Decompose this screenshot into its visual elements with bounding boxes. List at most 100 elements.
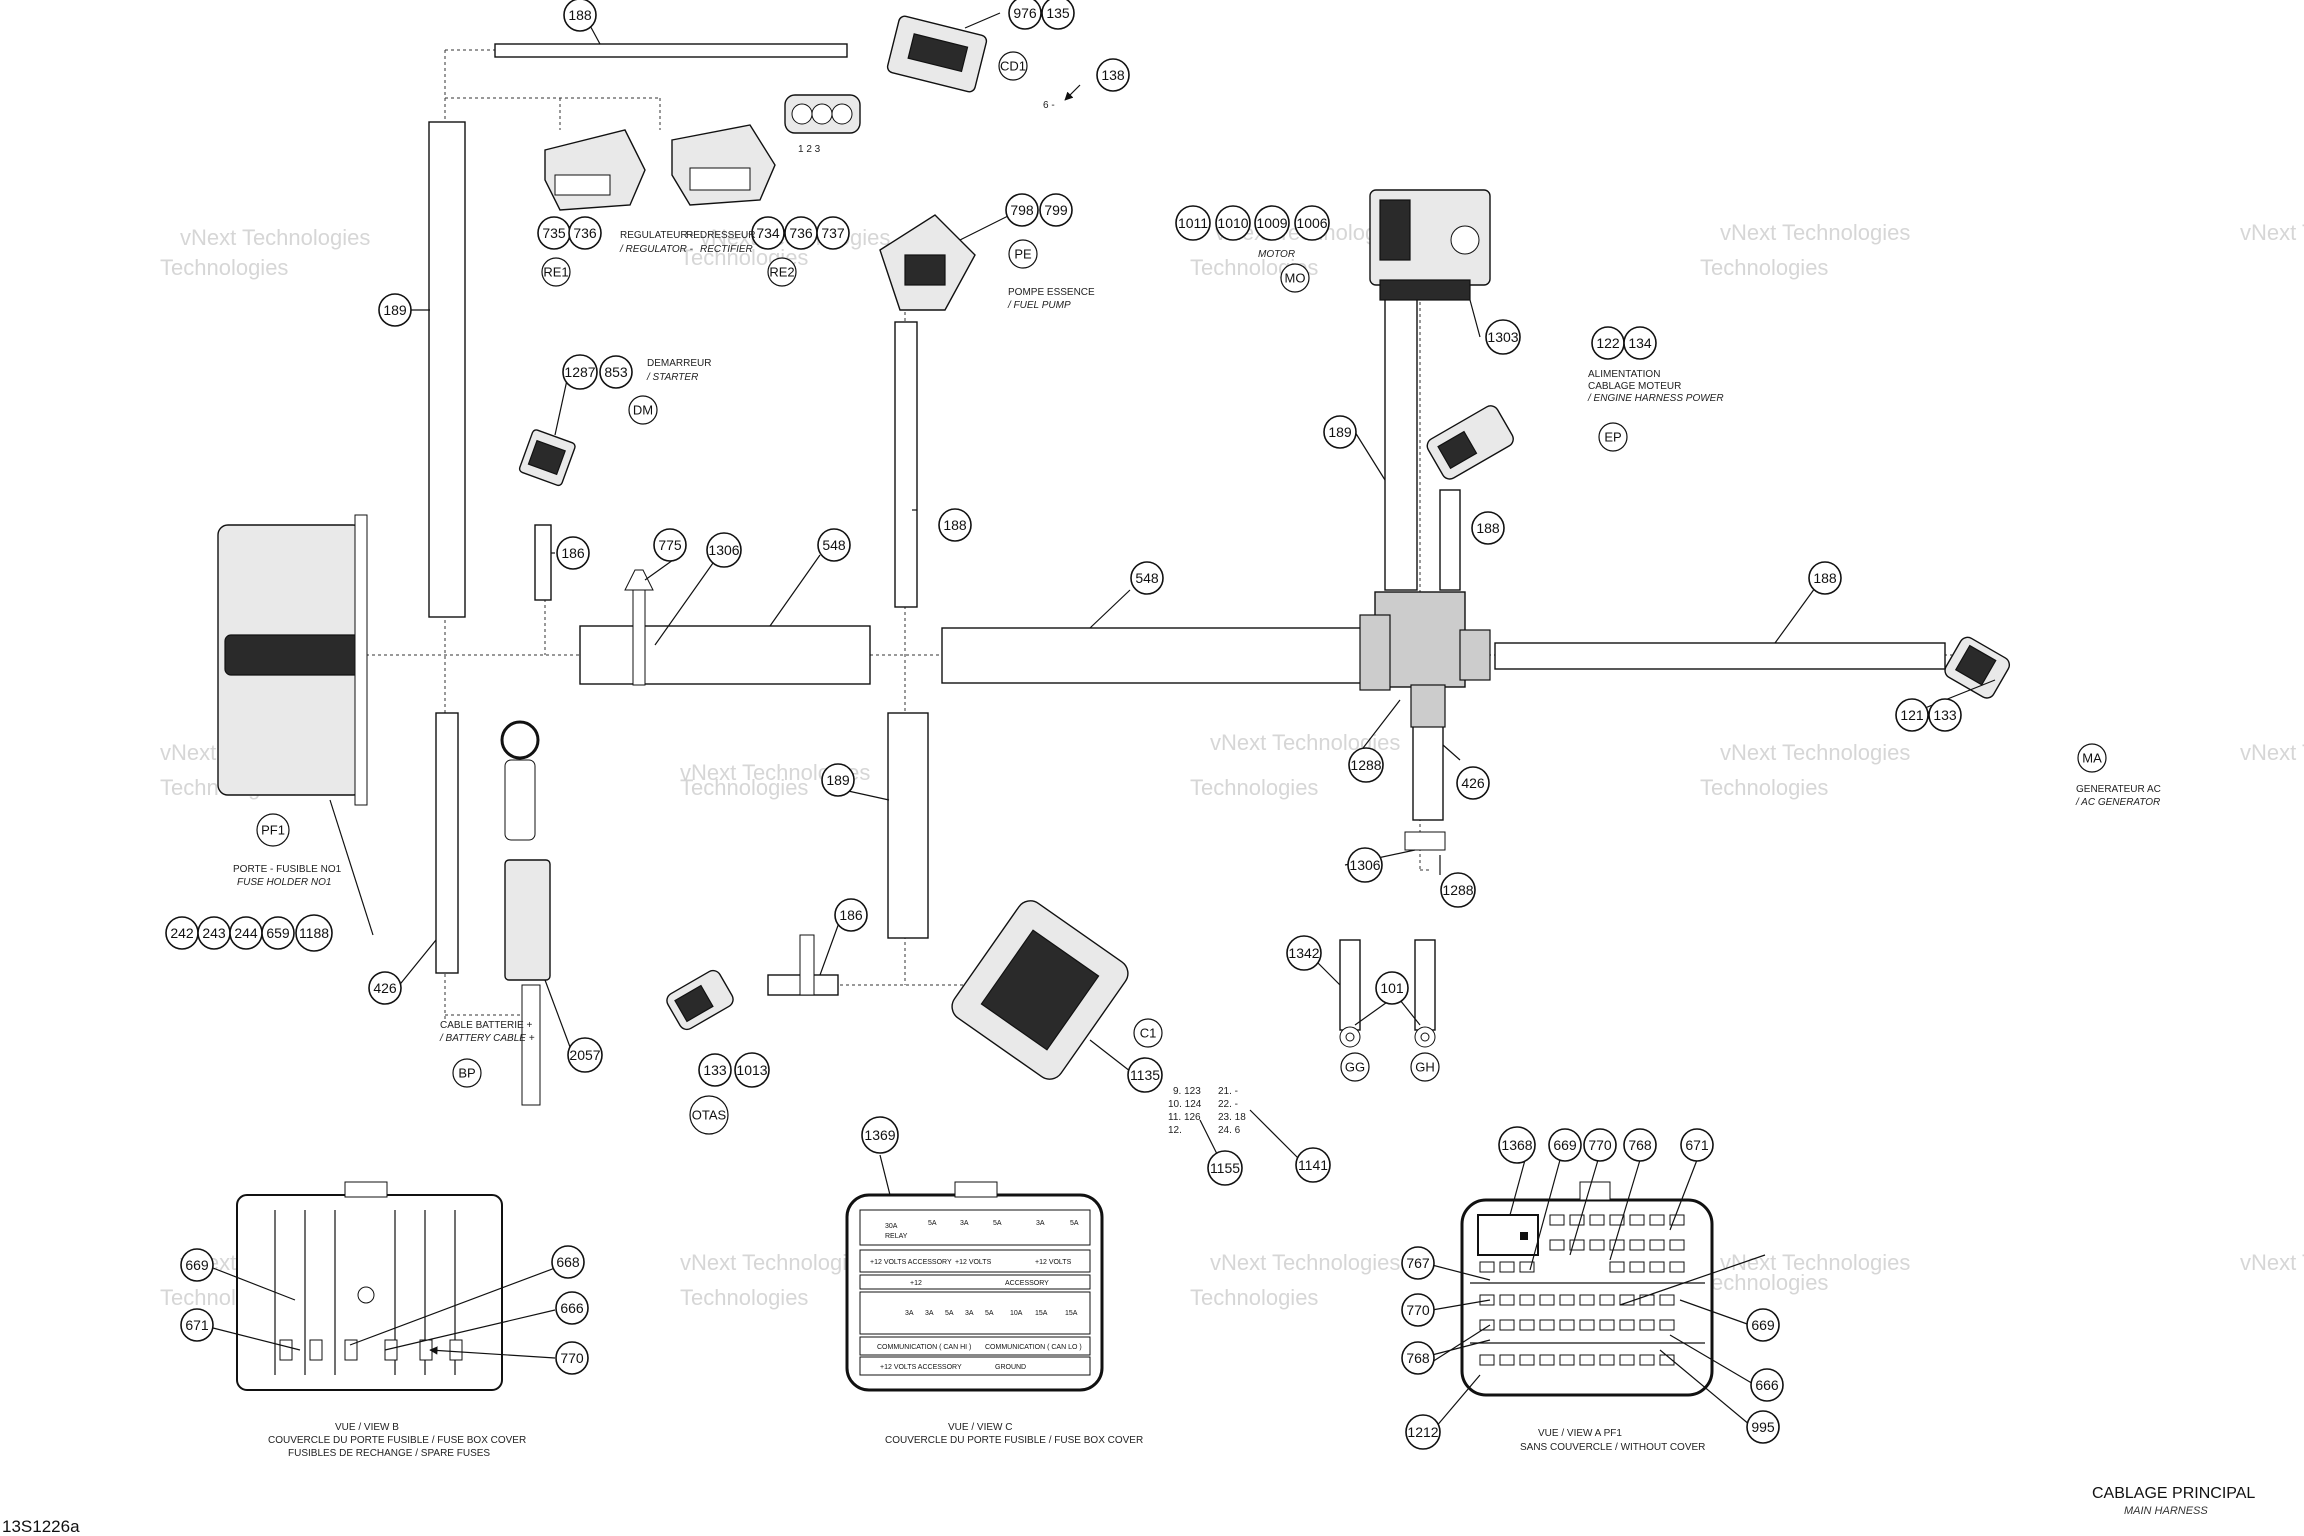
svg-text:+12 VOLTS: +12 VOLTS [1035,1259,1072,1266]
code-mo: MO [1280,263,1310,293]
svg-text:189: 189 [826,772,850,788]
svg-text:1287: 1287 [564,364,595,380]
code-pf1: PF1 [256,813,290,847]
callout-1006: 1006 [1294,205,1330,241]
callout-735: 735 [537,216,571,250]
callout-770-b: 770 [1401,1293,1435,1327]
callout-995: 995 [1746,1410,1780,1444]
svg-text:1006: 1006 [1296,215,1327,231]
svg-text:VUE / VIEW A PF1: VUE / VIEW A PF1 [1538,1428,1622,1439]
callout-669-b: 669 [1746,1308,1780,1342]
svg-text:PF1: PF1 [261,823,285,838]
callout-186-b: 186 [834,898,868,932]
svg-text:770: 770 [1588,1137,1612,1153]
svg-text:23. 18: 23. 18 [1218,1112,1246,1123]
callout-426-b: 426 [368,971,402,1005]
svg-text:3A: 3A [1036,1220,1045,1227]
svg-text:21. -: 21. - [1218,1086,1238,1097]
svg-text:768: 768 [1628,1137,1652,1153]
code-ma: MA [2077,743,2107,773]
svg-text:CABLAGE MOTEUR: CABLAGE MOTEUR [1588,381,1681,392]
svg-text:POMPE ESSENCE: POMPE ESSENCE [1008,287,1095,298]
battery-cable-bp [500,720,551,1106]
svg-text:vNext Technologies: vNext Technologies [1720,1250,1910,1275]
svg-text:1188: 1188 [299,925,329,941]
svg-text:767: 767 [1406,1255,1430,1271]
svg-text:1135: 1135 [1130,1067,1160,1083]
svg-text:853: 853 [604,364,628,380]
svg-text:vNext Technologies: vNext Technologies [1720,220,1910,245]
svg-text:DEMARREUR: DEMARREUR [647,358,711,369]
svg-text:1009: 1009 [1256,215,1287,231]
callout-669-c: 669 [180,1248,214,1282]
code-re2: RE2 [767,257,797,287]
svg-text:1368: 1368 [1501,1137,1532,1153]
title-block: CABLAGE PRINCIPAL MAIN HARNESS 13S1226a [2,1485,2255,1536]
svg-text:CD1: CD1 [1000,59,1026,74]
connector-pe [879,214,976,311]
svg-text:vNext Technologies: vNext Technologies [2240,740,2304,765]
callout-1009: 1009 [1254,205,1290,241]
svg-text:5A: 5A [928,1220,937,1227]
svg-text:734: 734 [756,225,780,241]
svg-text:VUE / VIEW B: VUE / VIEW B [335,1422,399,1433]
svg-text:C1: C1 [1140,1026,1157,1041]
svg-text:121: 121 [1900,707,1924,723]
callout-1212: 1212 [1405,1414,1441,1450]
svg-text:Technologies: Technologies [680,775,808,800]
svg-text:RE1: RE1 [543,265,568,280]
callout-976: 976 [1008,0,1042,30]
svg-text:1288: 1288 [1350,757,1381,773]
svg-text:5A: 5A [1070,1220,1079,1227]
svg-text:PE: PE [1014,247,1032,262]
svg-text:3A: 3A [965,1310,974,1317]
callout-2057: 2057 [567,1037,603,1073]
drawing-reference: 13S1226a [2,1517,80,1536]
svg-text:770: 770 [560,1350,584,1366]
svg-text:669: 669 [1751,1317,1775,1333]
svg-text:Technologies: Technologies [1700,775,1828,800]
svg-text:COMMUNICATION ( CAN LO ): COMMUNICATION ( CAN LO ) [985,1344,1082,1351]
svg-text:189: 189 [383,302,407,318]
svg-text:COUVERCLE DU PORTE FUSIBLE / F: COUVERCLE DU PORTE FUSIBLE / FUSE BOX CO… [885,1435,1143,1446]
tap-775 [624,569,654,686]
svg-text:vNext Technologies: vNext Technologies [1720,740,1910,765]
callout-1306-b: 1306 [1347,847,1383,883]
svg-text:Technologies: Technologies [1700,255,1828,280]
svg-text:+12 VOLTS ACCESSORY: +12 VOLTS ACCESSORY [880,1364,962,1371]
callout-775: 775 [653,528,687,562]
splice-186 [799,934,815,996]
svg-text:MOTOR: MOTOR [1258,249,1295,260]
callout-133-a: 133 [1928,698,1962,732]
svg-text:15A: 15A [1035,1310,1048,1317]
svg-text:666: 666 [1755,1377,1779,1393]
svg-text:1013: 1013 [736,1062,767,1078]
svg-text:659: 659 [266,925,290,941]
callout-671-a: 671 [1680,1128,1714,1162]
svg-text:775: 775 [658,537,682,553]
svg-text:995: 995 [1751,1419,1775,1435]
svg-text:798: 798 [1010,202,1034,218]
svg-text:22. -: 22. - [1218,1099,1238,1110]
svg-text:1288: 1288 [1442,882,1473,898]
svg-text:1011: 1011 [1178,215,1208,231]
callout-189-b: 189 [1323,415,1357,449]
callout-121: 121 [1895,698,1929,732]
svg-text:770: 770 [1406,1302,1430,1318]
svg-text:669: 669 [185,1257,209,1273]
svg-text:vNext Technologies: vNext Technologies [2240,1250,2304,1275]
svg-text:24. 6: 24. 6 [1218,1125,1241,1136]
svg-text:671: 671 [185,1317,209,1333]
pin-table: 9. 123 10. 124 11. 126 12. 21. - 22. - 2… [1168,1086,1246,1136]
svg-text:669: 669 [1553,1137,1577,1153]
callout-1368: 1368 [1498,1126,1536,1164]
svg-text:243: 243 [202,925,226,941]
svg-text:RE2: RE2 [769,265,794,280]
svg-text:735: 735 [542,225,566,241]
svg-text:5A: 5A [985,1310,994,1317]
connector-codes: CD1 RE1 RE2 PE MO DM EP PF1 BP OTAS C1 G… [256,51,2107,1135]
svg-text:3A: 3A [960,1220,969,1227]
svg-text:CABLE BATTERIE +: CABLE BATTERIE + [440,1020,533,1031]
svg-text:1303: 1303 [1487,329,1518,345]
svg-text:vNext Technologies: vNext Technologies [180,225,370,250]
